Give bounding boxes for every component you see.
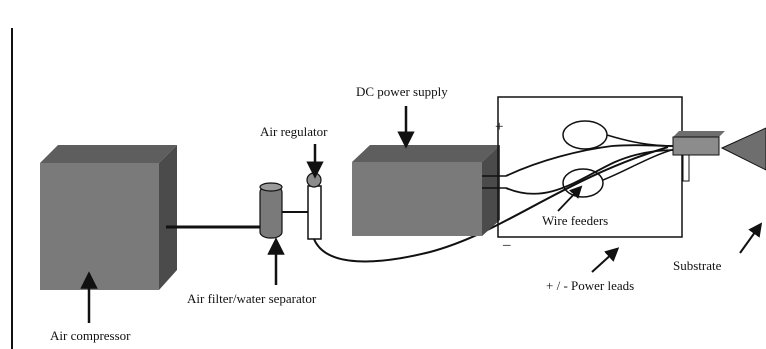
label-air-compressor: Air compressor (50, 328, 131, 343)
label-minus: – (502, 237, 511, 253)
air-hose-to-gun (313, 146, 669, 263)
arrow-power-leads (591, 247, 620, 273)
arrow-wire-feeders (557, 185, 583, 212)
wire-spool-lower (562, 168, 604, 198)
spray-gun-top (673, 131, 725, 137)
enclosure-box (497, 96, 683, 238)
label-air-regulator: Air regulator (260, 124, 328, 139)
air-filter-cap (259, 182, 283, 192)
air-regulator (306, 172, 322, 240)
air-filter-separator (259, 182, 283, 239)
power-lead-upper (505, 144, 676, 177)
air-compressor-top (40, 145, 177, 163)
dc-supply-front (352, 162, 482, 236)
air-compressor-front (40, 163, 159, 290)
label-dc-power-supply: DC power supply (356, 84, 448, 99)
wire-spool-upper (562, 120, 608, 150)
label-power-leads: + / - Power leads (546, 278, 634, 293)
spray-gun-body (672, 136, 720, 156)
label-wire-feeders: Wire feeders (542, 213, 608, 228)
spray-gun-handle (682, 154, 690, 182)
dc-supply-side (482, 145, 500, 236)
spray-cone (720, 127, 766, 171)
air-filter-body (259, 185, 283, 239)
wire-lower-to-gun (602, 148, 676, 181)
label-substrate: Substrate (673, 258, 722, 273)
dc-supply-top (352, 145, 500, 162)
air-compressor-box (40, 145, 177, 290)
power-lead-lower (505, 149, 676, 195)
air-regulator-body (307, 185, 322, 240)
air-regulator-gauge (306, 172, 322, 188)
dc-power-supply-box (352, 145, 500, 236)
arrow-substrate (739, 222, 763, 254)
air-compressor-side (159, 145, 177, 290)
spray-gun (672, 131, 725, 182)
label-air-filter: Air filter/water separator (187, 291, 317, 306)
label-plus: + (495, 119, 503, 135)
